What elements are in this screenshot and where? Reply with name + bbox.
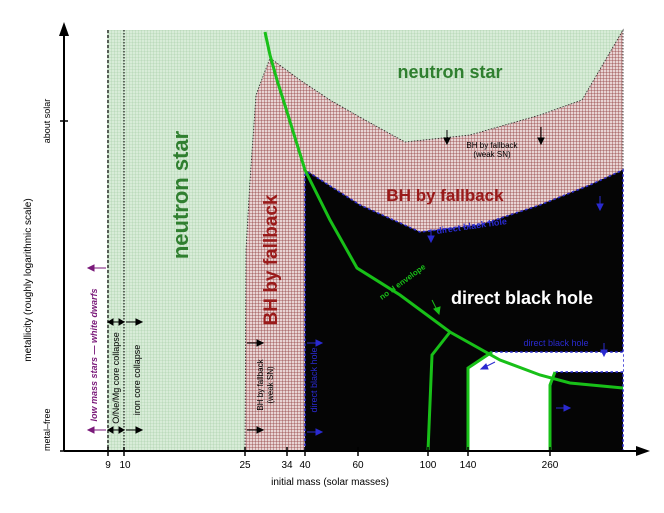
label-bh-fallback-vertical: BH by fallback bbox=[261, 194, 282, 325]
x-tick-label-10: 10 bbox=[119, 460, 131, 471]
label-bh-fallback-weak-sn-top: BH by fallback bbox=[466, 141, 518, 150]
mass-loss-boundary-lower bbox=[426, 331, 452, 452]
direct-bh-arrows bbox=[307, 196, 608, 436]
low-mass-arrows bbox=[86, 264, 106, 434]
x-tick-label-60: 60 bbox=[352, 460, 364, 471]
label-iron-core-collapse: iron core collapse bbox=[132, 345, 142, 416]
label-direct-black-hole-right: direct black hole bbox=[523, 338, 588, 348]
core-collapse-arrows bbox=[107, 127, 545, 434]
x-axis-arrow bbox=[636, 446, 650, 456]
x-tick-label-25: 25 bbox=[239, 460, 251, 471]
label-onemg-core-collapse: O/Ne/Mg core collapse bbox=[111, 332, 121, 424]
x-tick-label-100: 100 bbox=[420, 460, 437, 471]
gap-green-right bbox=[548, 371, 557, 451]
label-weak-sn-top: (weak SN) bbox=[473, 150, 511, 159]
no-h-envelope-boundary bbox=[263, 31, 624, 390]
y-axis-title: metallicity (roughly logarithmic scale) bbox=[23, 198, 34, 361]
label-neutron-star-top: neutron star bbox=[397, 62, 502, 82]
label-neutron-star-left: neutron star bbox=[168, 130, 193, 259]
x-tick-label-34: 34 bbox=[281, 460, 293, 471]
x-axis-title: initial mass (solar masses) bbox=[271, 477, 389, 488]
bh-fallback-region bbox=[244, 28, 624, 452]
label-weak-sn-vertical: (weak SN) bbox=[266, 366, 275, 404]
label-direct-black-hole-left: direct black hole bbox=[309, 347, 319, 412]
y-axis-arrow bbox=[59, 22, 69, 36]
x-tick-label-9: 9 bbox=[105, 460, 111, 471]
gap-green-left bbox=[466, 350, 493, 451]
x-tick-label-40: 40 bbox=[299, 460, 311, 471]
x-tick-label-140: 140 bbox=[460, 460, 477, 471]
y-tick-label-metal-free: metal–free bbox=[42, 408, 52, 451]
label-direct-black-hole-main: direct black hole bbox=[451, 288, 593, 308]
pair-instability-gap bbox=[468, 352, 623, 451]
label-bh-fallback-weak-sn-vertical: BH by fallback bbox=[256, 358, 265, 410]
no-h-envelope-arrow bbox=[431, 299, 441, 316]
label-bh-fallback-horizontal: BH by fallback bbox=[386, 186, 504, 205]
y-tick-label-about-solar: about solar bbox=[42, 99, 52, 144]
x-tick-label-260: 260 bbox=[542, 460, 559, 471]
label-low-mass-stars: low mass stars — white dwarfs bbox=[89, 288, 99, 421]
